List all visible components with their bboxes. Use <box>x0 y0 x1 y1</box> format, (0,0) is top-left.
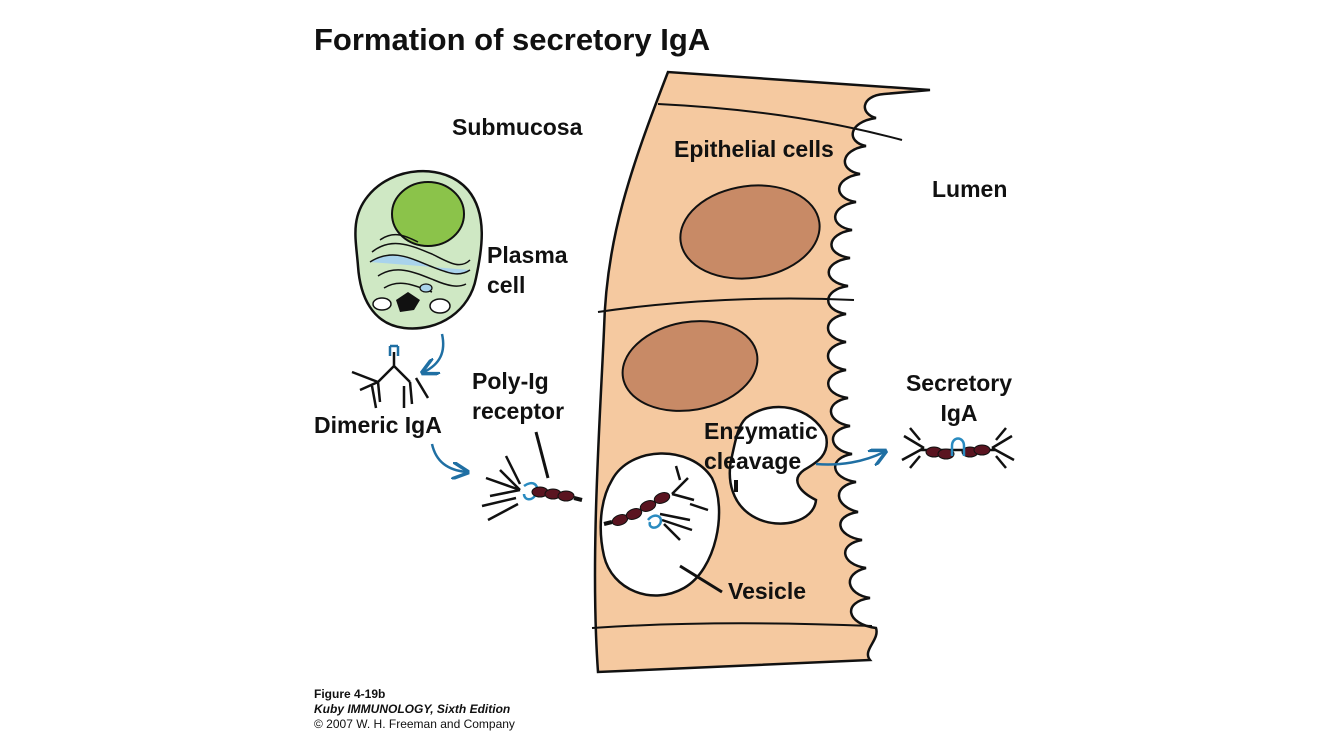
epithelial-nucleus-upper <box>679 184 821 280</box>
label-dimeric-iga: Dimeric IgA <box>314 412 442 438</box>
release-arrow <box>815 452 884 465</box>
label-vesicle: Vesicle <box>728 578 807 604</box>
receptor-pointer-line <box>534 431 550 479</box>
vesicle-iga <box>603 465 709 541</box>
label-lumen: Lumen <box>932 176 1008 202</box>
secretory-iga-molecule <box>901 427 1015 469</box>
label-poly-ig-line2: receptor <box>472 398 565 424</box>
cell-boundary-top <box>657 103 903 141</box>
plasma-cell <box>354 169 483 330</box>
label-epithelial-cells: Epithelial cells <box>674 136 834 162</box>
cell-boundary-bottom <box>591 622 873 629</box>
transport-arrow <box>430 443 466 472</box>
diagram-title: Formation of secretory IgA <box>314 22 711 57</box>
label-submucosa: Submucosa <box>452 114 583 140</box>
label-poly-ig-line1: Poly-Ig <box>472 368 549 394</box>
label-plasma-cell-line1: Plasma <box>487 242 568 268</box>
label-enzymatic-cleavage: Enzymatic cleavage <box>704 416 818 476</box>
label-secretory-line1: Secretory <box>905 370 1013 396</box>
label-secretory-line2: IgA <box>940 400 978 426</box>
caption-figure-number: Figure 4-19b <box>314 687 386 701</box>
caption-book-title: Kuby IMMUNOLOGY, Sixth Edition <box>314 702 511 716</box>
cell-boundary-middle <box>597 297 855 313</box>
label-secretory-iga: Secretory IgA <box>896 368 1022 428</box>
label-enzymatic-line1: Enzymatic <box>704 418 818 444</box>
dimeric-iga-molecule <box>351 344 430 409</box>
vesicle-pointer-line <box>679 564 723 594</box>
apical-vesicle <box>728 405 829 525</box>
label-plasma-cell-line2: cell <box>487 272 526 298</box>
label-enzymatic-line2: cleavage <box>704 448 802 474</box>
caption-copyright: © 2007 W. H. Freeman and Company <box>314 717 515 731</box>
epithelial-nucleus-lower <box>621 320 759 412</box>
label-plasma-cell: Plasma cell <box>487 240 568 300</box>
label-poly-ig-receptor: Poly-Ig receptor <box>472 366 564 426</box>
secretion-arrow <box>424 333 445 372</box>
receptor-bound-iga <box>481 455 583 522</box>
